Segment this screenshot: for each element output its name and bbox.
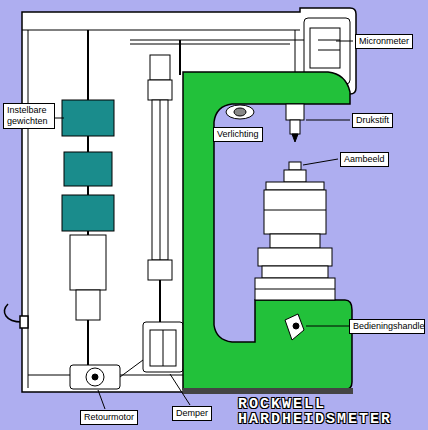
green-frame bbox=[183, 72, 352, 390]
label-box: Demper bbox=[172, 406, 212, 421]
spindle-column bbox=[150, 55, 170, 80]
housing-inner-lines bbox=[310, 28, 340, 68]
spindle-column bbox=[179, 40, 181, 75]
damper bbox=[163, 330, 164, 366]
housing-inner-lines bbox=[22, 30, 300, 31]
part-label: Verlichting bbox=[217, 129, 259, 140]
part-label: Retourmotor bbox=[84, 412, 134, 423]
housing-inner-lines bbox=[130, 40, 290, 41]
anvil bbox=[255, 289, 335, 290]
return-motor bbox=[70, 365, 120, 389]
weight-rod bbox=[87, 320, 89, 365]
anvil bbox=[255, 162, 335, 300]
housing-inner-lines bbox=[290, 40, 304, 41]
part-label: Micronmeter bbox=[359, 36, 409, 47]
label-box: Instelbare gewichten bbox=[3, 103, 55, 129]
anvil bbox=[266, 182, 324, 190]
return-motor bbox=[120, 360, 143, 377]
label-box: Retourmotor bbox=[80, 410, 138, 425]
adjustable-weights bbox=[62, 195, 114, 231]
anvil bbox=[284, 170, 306, 182]
operating-handle bbox=[285, 314, 304, 340]
base-plate bbox=[183, 388, 353, 394]
adjustable-weights bbox=[62, 100, 114, 231]
anvil bbox=[289, 162, 301, 170]
part-label: Aambeeld bbox=[344, 154, 385, 165]
spindle-column bbox=[160, 100, 161, 260]
leader-line bbox=[306, 326, 349, 327]
leader-line bbox=[170, 374, 190, 405]
anvil bbox=[264, 210, 326, 211]
leader-line bbox=[98, 390, 105, 409]
anvil bbox=[270, 234, 320, 248]
adjustable-weights bbox=[62, 100, 114, 136]
anvil bbox=[262, 266, 328, 278]
housing-inner-lines bbox=[130, 44, 290, 45]
lamp bbox=[226, 105, 254, 119]
power-cable bbox=[4, 304, 28, 328]
spindle-column bbox=[152, 100, 168, 260]
leader-line bbox=[303, 159, 338, 165]
part-label: Instelbare gewichten bbox=[7, 105, 51, 127]
green-frame bbox=[183, 72, 352, 390]
title-text: ROCKWELL HARDHEIDSMETER bbox=[238, 397, 424, 427]
indenter bbox=[286, 104, 304, 120]
return-motor bbox=[92, 374, 98, 380]
housing bbox=[22, 8, 356, 392]
housing-inner-lines bbox=[318, 40, 340, 41]
spindle-column bbox=[148, 260, 172, 280]
leader-line bbox=[306, 120, 350, 121]
housing-inner-lines bbox=[318, 50, 340, 51]
damper bbox=[143, 322, 183, 372]
label-box: Aambeeld bbox=[340, 152, 389, 167]
leader-line bbox=[336, 41, 353, 42]
part-label: Bedieningshandle bbox=[353, 321, 421, 332]
leader-line bbox=[55, 118, 64, 119]
housing-inner-lines bbox=[28, 30, 29, 388]
anvil bbox=[258, 248, 332, 266]
weight-rod bbox=[70, 235, 106, 290]
spindle-column bbox=[159, 280, 161, 322]
weight-rod bbox=[76, 290, 100, 320]
housing bbox=[22, 8, 356, 392]
lamp bbox=[234, 108, 246, 116]
anvil bbox=[264, 190, 326, 234]
indenter bbox=[286, 104, 304, 142]
part-label: Drukstift bbox=[356, 115, 389, 126]
label-box: Verlichting bbox=[213, 127, 263, 142]
part-label: Demper bbox=[176, 408, 208, 419]
return-motor bbox=[70, 360, 143, 389]
return-motor bbox=[86, 368, 104, 386]
anvil bbox=[255, 278, 335, 300]
indenter bbox=[292, 134, 298, 142]
spindle-column bbox=[148, 40, 180, 322]
damper bbox=[150, 330, 176, 366]
label-box: Micronmeter bbox=[355, 34, 413, 49]
lamp bbox=[226, 105, 254, 119]
power-cable bbox=[20, 316, 28, 328]
indenter bbox=[290, 120, 300, 134]
operating-handle bbox=[285, 314, 304, 340]
operating-handle bbox=[293, 323, 299, 329]
adjustable-weights bbox=[64, 152, 112, 186]
leader-line bbox=[55, 41, 353, 409]
spindle-column bbox=[148, 80, 172, 100]
label-box: Drukstift bbox=[352, 113, 393, 128]
label-box: Bedieningshandle bbox=[349, 319, 425, 334]
